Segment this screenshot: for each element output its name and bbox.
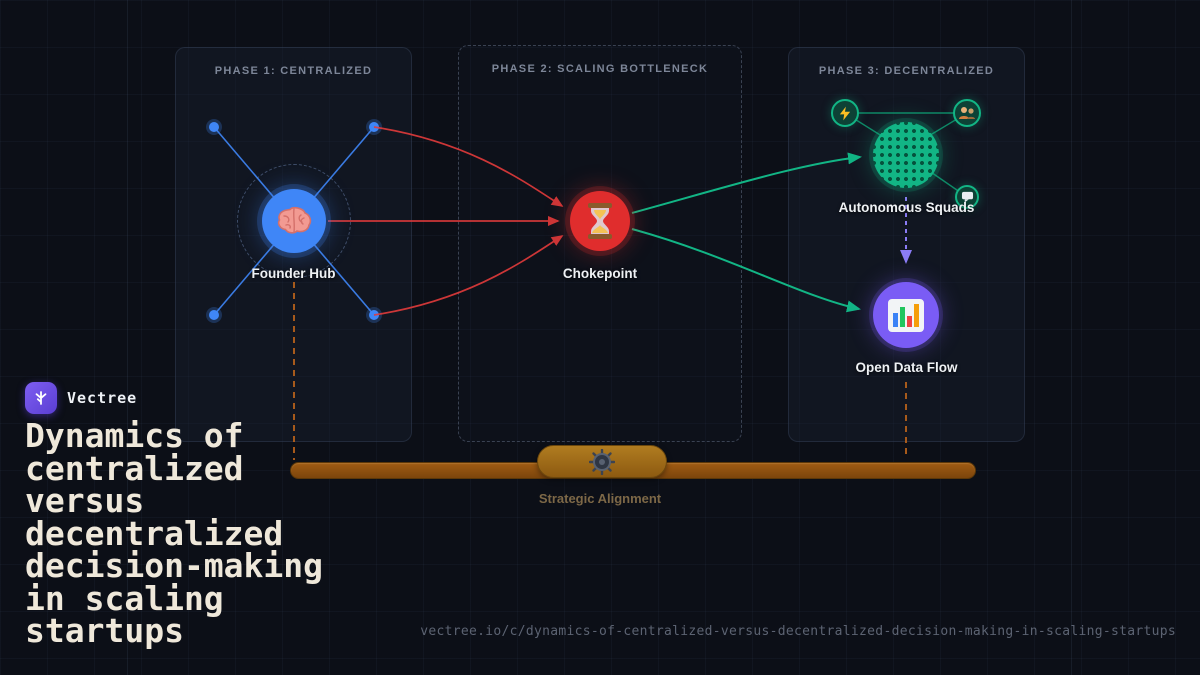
phase-2-title: PHASE 2: SCALING BOTTLENECK	[491, 63, 709, 75]
autonomous-squads-label: Autonomous Squads	[838, 200, 975, 215]
phase-3-title: PHASE 3: DECENTRALIZED	[818, 65, 995, 77]
brand-name: Vectree	[67, 389, 138, 407]
chokepoint-label: Chokepoint	[562, 266, 638, 281]
vectree-logo	[25, 382, 57, 414]
open-data-flow-label: Open Data Flow	[855, 360, 958, 375]
hourglass-icon	[588, 203, 612, 239]
open-data-flow-node	[873, 282, 939, 348]
strategic-alignment-pill	[537, 445, 667, 478]
squad-satellite	[953, 99, 981, 127]
founder-hub-ring	[237, 164, 351, 278]
phase-3-panel: PHASE 3: DECENTRALIZED	[788, 47, 1025, 442]
founder-hub-label: Founder Hub	[251, 266, 336, 281]
team-icon	[959, 107, 975, 119]
founder-hub-node	[262, 189, 326, 253]
branch-icon	[35, 391, 47, 405]
footer-url: vectree.io/c/dynamics-of-centralized-ver…	[420, 624, 1176, 639]
squad-satellite	[831, 99, 859, 127]
bar-chart-icon	[888, 298, 924, 332]
autonomous-squads-node	[873, 122, 939, 188]
page-title: Dynamics of centralized versus decentral…	[25, 416, 324, 650]
gear-icon	[589, 448, 615, 475]
brand-row: Vectree	[25, 382, 137, 414]
phase-1-title: PHASE 1: CENTRALIZED	[214, 65, 373, 77]
lightning-icon	[839, 106, 851, 120]
chokepoint-node	[570, 191, 630, 251]
squad-satellite	[955, 185, 979, 209]
chat-icon	[961, 191, 973, 203]
brain-icon	[277, 206, 312, 234]
strategic-alignment-label: Strategic Alignment	[538, 491, 662, 506]
